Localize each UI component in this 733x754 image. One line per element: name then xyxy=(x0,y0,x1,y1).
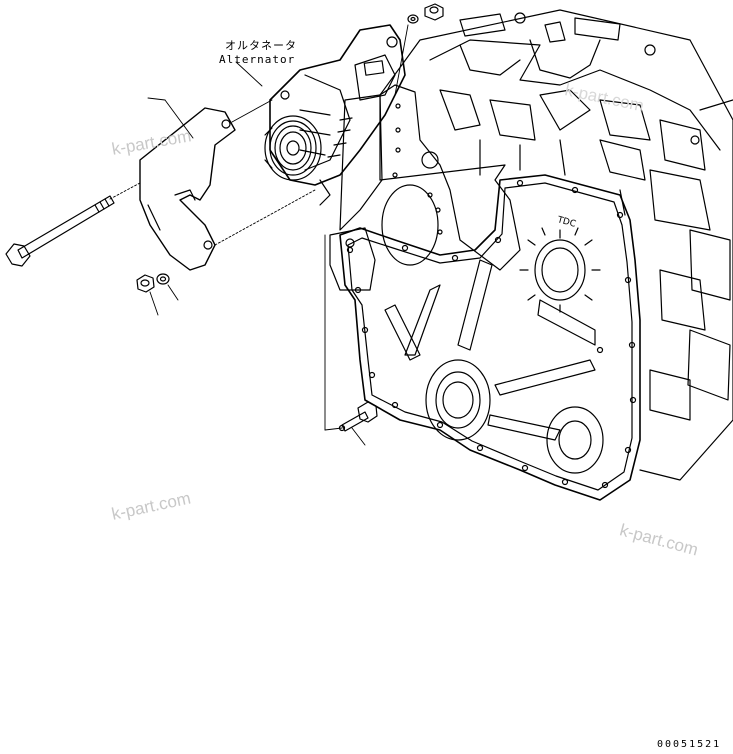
top-washer xyxy=(408,15,418,23)
guard-leader xyxy=(148,98,165,100)
small-bolt xyxy=(340,402,378,431)
tdc-mark: TDC xyxy=(555,215,577,230)
washer xyxy=(157,274,169,284)
bolt-leader xyxy=(352,428,365,445)
engine-block xyxy=(380,10,733,480)
top-nut xyxy=(425,4,443,20)
alternator-label-en: Alternator xyxy=(219,53,296,66)
pump-cover xyxy=(547,407,603,473)
document-number: 00051521 xyxy=(657,739,722,750)
alternator-leader xyxy=(236,62,262,86)
alternator-pulley xyxy=(265,116,321,180)
nut xyxy=(137,275,154,292)
nut-leader xyxy=(150,292,158,315)
crank-seal-lower xyxy=(426,360,490,440)
timing-gear-cover: TDC xyxy=(330,175,640,500)
alternator-label-jp: オルタネータ xyxy=(225,39,297,52)
washer-leader xyxy=(168,285,178,300)
leader-lines xyxy=(110,25,408,445)
belt-guard xyxy=(140,108,235,270)
long-bolt xyxy=(6,196,114,266)
mounting-plate xyxy=(340,85,520,270)
crank-seal-upper xyxy=(520,228,600,312)
